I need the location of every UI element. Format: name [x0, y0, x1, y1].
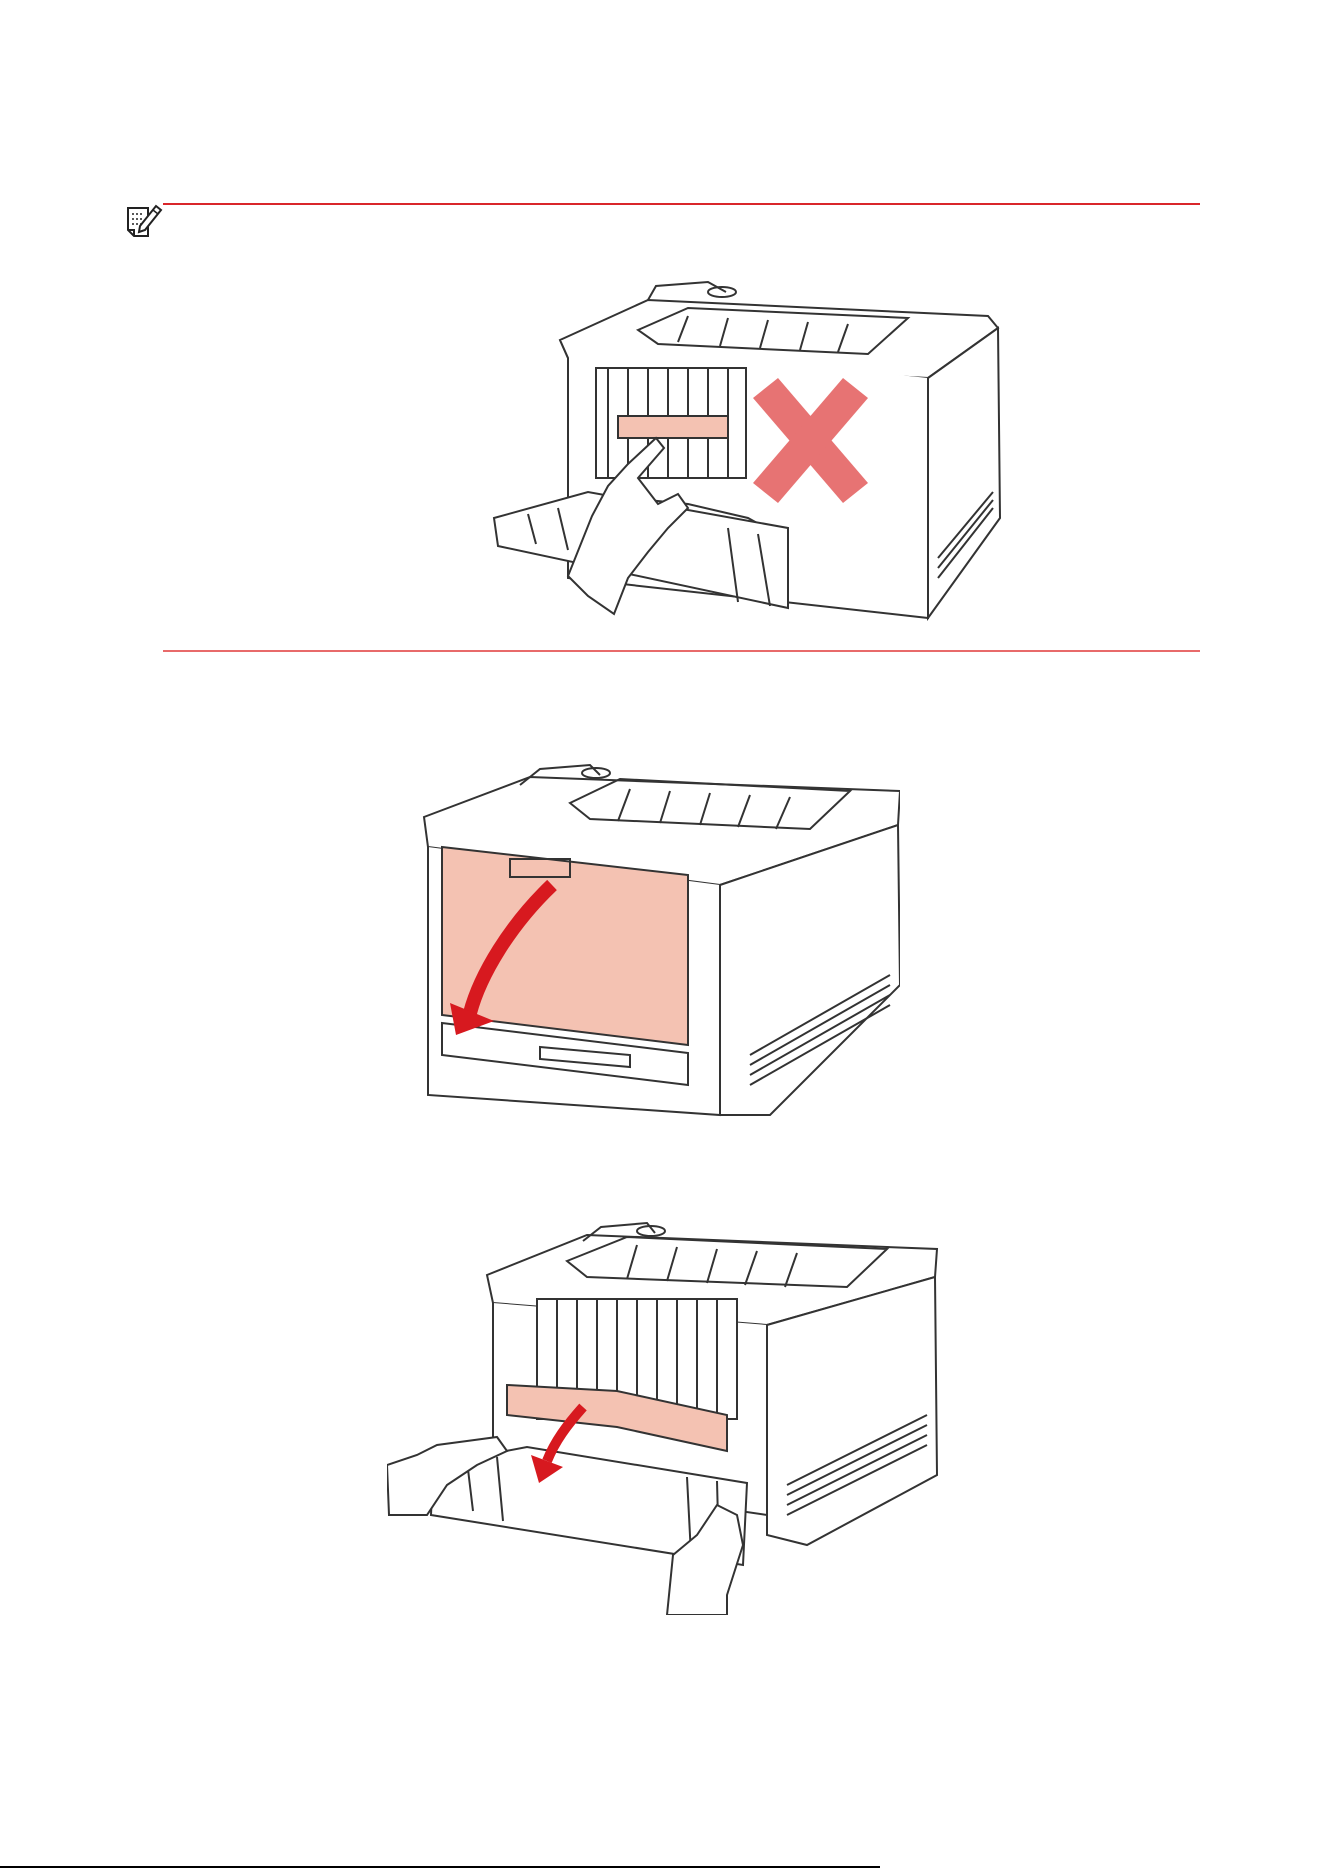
remove-jammed-paper-figure — [387, 1215, 947, 1615]
footer-rule — [0, 1866, 880, 1868]
do-not-touch-fuser-figure — [488, 278, 1008, 628]
note-bottom-rule — [163, 650, 1200, 652]
open-rear-cover-figure — [420, 755, 900, 1125]
note-top-rule — [163, 203, 1200, 205]
note-pencil-icon — [124, 200, 164, 247]
